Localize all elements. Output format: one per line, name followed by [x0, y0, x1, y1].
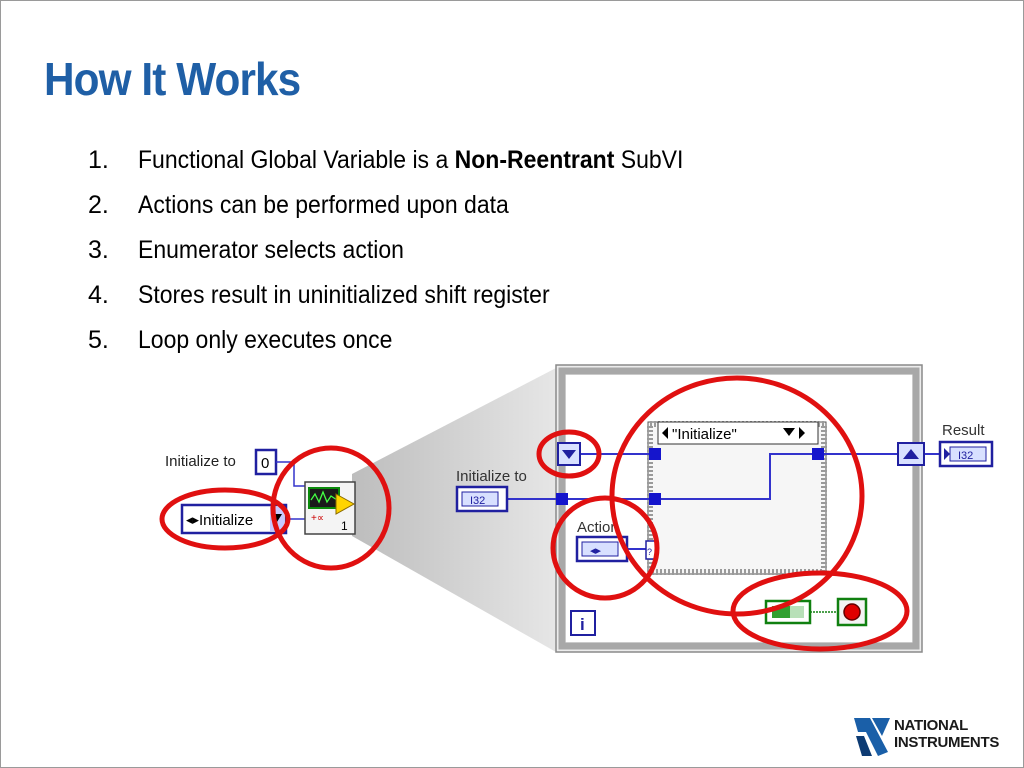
while-loop-border [558, 367, 920, 650]
tunnel-case-top [649, 448, 661, 460]
subvi-terminal-label: 1 [341, 519, 348, 533]
enum-arrows-icon: ◂▸ [590, 545, 602, 557]
highlight-circle-subvi [270, 445, 392, 571]
svg-text:?: ? [647, 547, 652, 557]
result-type-label: I32 [958, 450, 973, 462]
play-arrow-icon [335, 493, 356, 515]
ni-eagle-icon [854, 718, 890, 756]
logo-line-2: INSTRUMENTS [894, 734, 1000, 751]
block-init-label: Initialize to [456, 468, 527, 485]
tunnel-init [556, 493, 568, 505]
shift-up-icon [903, 449, 919, 459]
wire-case-inner [655, 453, 818, 500]
action-label: Action [577, 519, 619, 536]
chevron-right-icon[interactable] [799, 427, 805, 439]
bullet-number: 1. [88, 146, 109, 174]
bullet-text: Stores result in uninitialized shift reg… [138, 281, 550, 309]
highlight-circle-action [550, 495, 660, 601]
bullet-bold-text: Non-Reentrant [454, 146, 615, 174]
iteration-label: i [580, 615, 585, 634]
left-enum-value: Initialize [199, 512, 253, 529]
logo-line-1: NATIONAL [894, 717, 968, 734]
case-selector-label: "Initialize" [672, 426, 737, 443]
iteration-terminal [570, 610, 596, 636]
bullet-number: 2. [88, 191, 109, 219]
bullet-item: 3. Enumerator selects action [88, 236, 731, 281]
bullet-item: 5. Loop only executes once [88, 326, 731, 371]
chevron-down-icon[interactable] [783, 428, 795, 436]
shift-down-icon [562, 450, 576, 459]
bullet-number: 4. [88, 281, 109, 309]
bullet-item: 4. Stores result in uninitialized shift r… [88, 281, 731, 326]
left-wire-init [276, 461, 306, 487]
left-init-label: Initialize to [165, 453, 236, 470]
bullet-number: 5. [88, 326, 109, 354]
bullet-number: 3. [88, 236, 109, 264]
case-selector[interactable] [657, 421, 819, 445]
bullet-item: 1. Functional Global Variable is a Non-Re… [88, 146, 731, 191]
ni-logo: NATIONAL INSTRUMENTS [852, 712, 1017, 760]
subvi-symbol: +∝ [311, 513, 324, 524]
left-init-value: 0 [261, 455, 269, 472]
bullet-text: Loop only executes once [138, 326, 393, 354]
result-label: Result [942, 422, 985, 439]
bullet-list: 1. Functional Global Variable is a Non-Re… [88, 146, 731, 371]
init-type-label: I32 [470, 495, 485, 507]
highlight-circle-stop [730, 570, 910, 652]
highlight-circle-enum [159, 487, 291, 551]
tunnel-case-out [812, 448, 824, 460]
bullet-text: Functional Global Variable is a [138, 146, 455, 174]
bullet-text: Actions can be performed upon data [138, 191, 509, 219]
bullet-item: 2. Actions can be performed upon data [88, 191, 731, 236]
slide-title: How It Works [44, 53, 301, 105]
bullet-text: Enumerator selects action [138, 236, 404, 264]
chevron-left-icon[interactable] [662, 427, 668, 439]
enum-arrows-icon: ◂▸ [186, 512, 200, 527]
stop-icon [843, 603, 861, 621]
tunnel-case-mid [649, 493, 661, 505]
zoom-beam [352, 368, 556, 652]
highlight-circle-shift-register [536, 429, 602, 479]
bullet-text-end: SubVI [614, 146, 684, 174]
